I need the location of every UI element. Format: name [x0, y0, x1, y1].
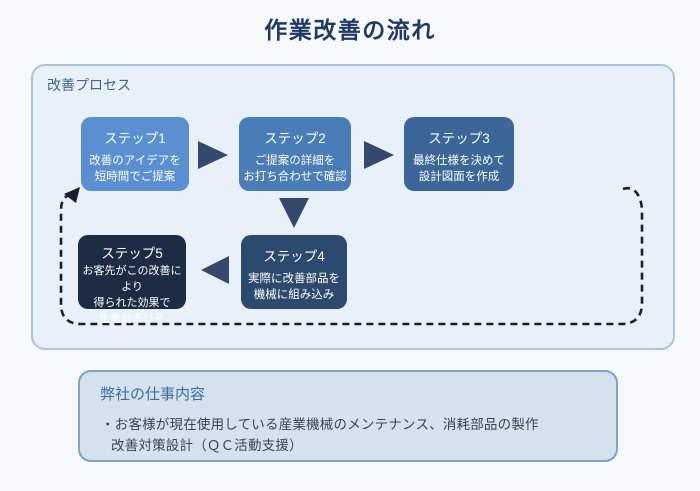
step-title: ステップ4	[263, 249, 325, 264]
arrow-left-icon	[201, 256, 229, 284]
arrow-right-icon	[364, 141, 394, 169]
step-box-1: ステップ1 改善のアイデアを 短時間でご提案	[81, 117, 189, 191]
step-title: ステップ2	[264, 131, 326, 146]
step-box-2: ステップ2 ご提案の詳細を お打ち合わせで確認	[239, 117, 351, 191]
step-box-5: ステップ5 お客先がこの改善により 得られた効果で 生産効率ＵＰ	[78, 235, 186, 325]
process-panel-label: 改善プロセス	[47, 77, 131, 93]
work-panel: 弊社の仕事内容 ・お客様が現在使用している産業機械のメンテナンス、消耗部品の製作…	[78, 370, 618, 462]
step-description: 最終仕様を決めて 設計図面を作成	[413, 155, 505, 184]
feedback-loop-arrowhead-icon	[64, 187, 80, 203]
step-box-4: ステップ4 実際に改善部品を 機械に組み込み	[241, 235, 347, 309]
work-description-line: 改善対策設計（ＱＣ活動支援）	[111, 438, 303, 453]
step-description: お客先がこの改善により 得られた効果で 生産効率ＵＰ	[82, 265, 182, 325]
step-title: ステップ5	[101, 246, 163, 261]
step-description: ご提案の詳細を お打ち合わせで確認	[243, 155, 347, 184]
process-panel: 改善プロセス ステップ1 改善のアイデアを 短時間でご提案 ステップ2 ご提案の…	[31, 64, 675, 350]
page-title: 作業改善の流れ	[264, 17, 436, 43]
arrow-right-icon	[198, 141, 228, 169]
arrow-down-icon	[279, 198, 309, 228]
step-box-3: ステップ3 最終仕様を決めて 設計図面を作成	[404, 117, 514, 191]
work-panel-title: 弊社の仕事内容	[100, 386, 206, 403]
step-description: 実際に改善部品を 機械に組み込み	[248, 273, 340, 302]
step-title: ステップ1	[104, 131, 166, 146]
step-description: 改善のアイデアを 短時間でご提案	[89, 155, 181, 184]
work-description-line: ・お客様が現在使用している産業機械のメンテナンス、消耗部品の製作	[101, 417, 539, 432]
step-title: ステップ3	[428, 131, 490, 146]
